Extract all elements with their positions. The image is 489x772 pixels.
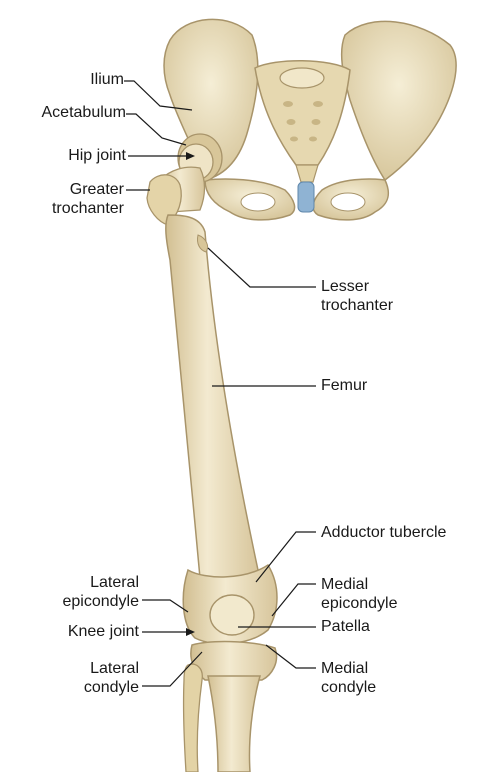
label-greater-line1: Greater: [52, 180, 124, 199]
label-lesser-line1: Lesser: [321, 277, 393, 296]
coccyx: [296, 165, 318, 182]
label-lat-epi-line2: epicondyle: [63, 592, 140, 611]
pubic-symphysis: [298, 182, 314, 212]
label-med-epi-line1: Medial: [321, 575, 398, 594]
label-lat-con-line2: condyle: [84, 678, 139, 697]
label-greater-trochanter: Greater trochanter: [52, 180, 124, 218]
leader-medial-epicondyle: [272, 584, 316, 616]
sacral-promontory: [280, 68, 324, 88]
label-adductor-tubercle: Adductor tubercle: [321, 523, 446, 542]
label-med-con-line2: condyle: [321, 678, 376, 697]
label-greater-line2: trochanter: [52, 199, 124, 218]
label-femur: Femur: [321, 376, 367, 395]
label-knee-joint: Knee joint: [68, 622, 139, 641]
right-obturator-foramen: [331, 193, 365, 211]
label-hip-joint: Hip joint: [68, 146, 126, 165]
label-lat-con-line1: Lateral: [84, 659, 139, 678]
label-ilium: Ilium: [90, 70, 124, 89]
label-acetabulum: Acetabulum: [42, 103, 127, 122]
label-medial-condyle: Medial condyle: [321, 659, 376, 697]
right-ilium-wing: [342, 21, 456, 180]
left-obturator-foramen: [241, 193, 275, 211]
label-lateral-epicondyle: Lateral epicondyle: [63, 573, 140, 611]
tibia-plateau: [191, 642, 277, 680]
lower-leg-bones: [184, 642, 277, 772]
label-lateral-condyle: Lateral condyle: [84, 659, 139, 697]
leader-acetabulum: [126, 114, 186, 145]
label-lat-epi-line1: Lateral: [63, 573, 140, 592]
femoral-shaft: [166, 215, 258, 584]
label-medial-epicondyle: Medial epicondyle: [321, 575, 398, 613]
pelvis: [164, 19, 456, 220]
label-med-con-line1: Medial: [321, 659, 376, 678]
fibula: [184, 664, 203, 772]
label-patella: Patella: [321, 617, 370, 636]
label-med-epi-line2: epicondyle: [321, 594, 398, 613]
label-lesser-line2: trochanter: [321, 296, 393, 315]
label-lesser-trochanter: Lesser trochanter: [321, 277, 393, 315]
tibia-shaft: [208, 676, 260, 772]
patella-bone: [210, 595, 254, 635]
leader-lateral-epicondyle: [142, 600, 188, 612]
leader-lesser-trochanter: [208, 248, 316, 287]
